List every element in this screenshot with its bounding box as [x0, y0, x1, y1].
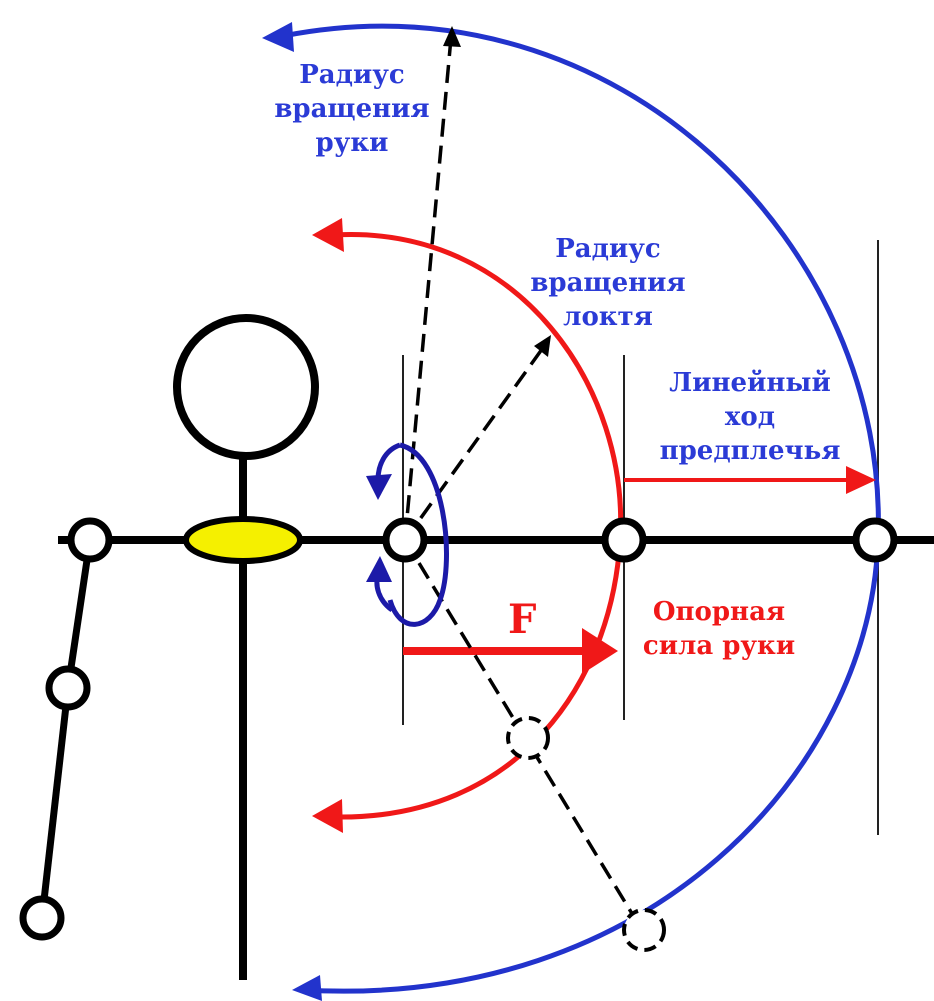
torso-ellipse: [183, 516, 303, 564]
force-arrowhead: [582, 628, 618, 674]
shoulder-rotation-ellipse: [387, 442, 450, 627]
shoulder-rotation-upper-arrowhead: [366, 474, 392, 500]
left-hand-joint: [19, 895, 65, 941]
elbow-radius-label: Радиус вращения локтя: [518, 232, 698, 334]
hand-radius-arrowhead: [443, 26, 461, 47]
hand-radius-label: Радиус вращения руки: [262, 58, 442, 160]
left-elbow-joint: [45, 665, 91, 711]
elbow-radius-dashed-line: [403, 343, 547, 542]
left-upper-arm: [64, 539, 94, 689]
hand-radius-dashed-line: [403, 37, 453, 541]
forearm-travel-label-line-1: Линейный: [669, 368, 831, 398]
lowered-elbow-joint: [506, 716, 550, 760]
right-elbow-joint: [601, 517, 647, 563]
support-force-label-line-1: Опорная: [652, 597, 786, 627]
left-shoulder-joint: [67, 517, 113, 563]
support-force-label: Опорная сила руки: [624, 595, 814, 663]
support-force-label-line-2: сила руки: [642, 631, 796, 661]
right-shoulder-joint: [382, 517, 428, 563]
elbow-radius-arrowhead: [534, 335, 551, 357]
hand-rotation-arc: [282, 23, 881, 994]
elbow-arc-bottom-arrowhead: [312, 799, 343, 833]
elbow-radius-label-line-3: локтя: [563, 302, 653, 332]
forearm-travel-label-line-2: ход: [724, 402, 776, 432]
elbow-radius-label-line-2: вращения: [530, 268, 686, 298]
left-forearm: [38, 687, 72, 919]
forearm-travel-arrowhead: [846, 466, 876, 494]
elbow-arc-top-arrowhead: [312, 218, 344, 252]
head: [173, 314, 319, 460]
force-symbol: F: [508, 596, 537, 643]
hand-radius-label-line-1: Радиус: [299, 60, 405, 90]
forearm-travel-label-line-3: предплечья: [659, 436, 841, 466]
elbow-radius-label-line-1: Радиус: [555, 234, 661, 264]
hand-arc-bottom-arrowhead: [292, 975, 322, 1001]
hand-radius-label-line-3: руки: [315, 128, 389, 158]
hand-arc-top-arrowhead: [262, 22, 294, 52]
lowered-hand-joint: [622, 908, 666, 952]
hand-radius-label-line-2: вращения: [274, 94, 430, 124]
forearm-travel-label: Линейный ход предплечья: [640, 366, 860, 468]
right-hand-joint: [852, 517, 898, 563]
shoulder-rotation-lower-arrowhead: [366, 556, 392, 582]
